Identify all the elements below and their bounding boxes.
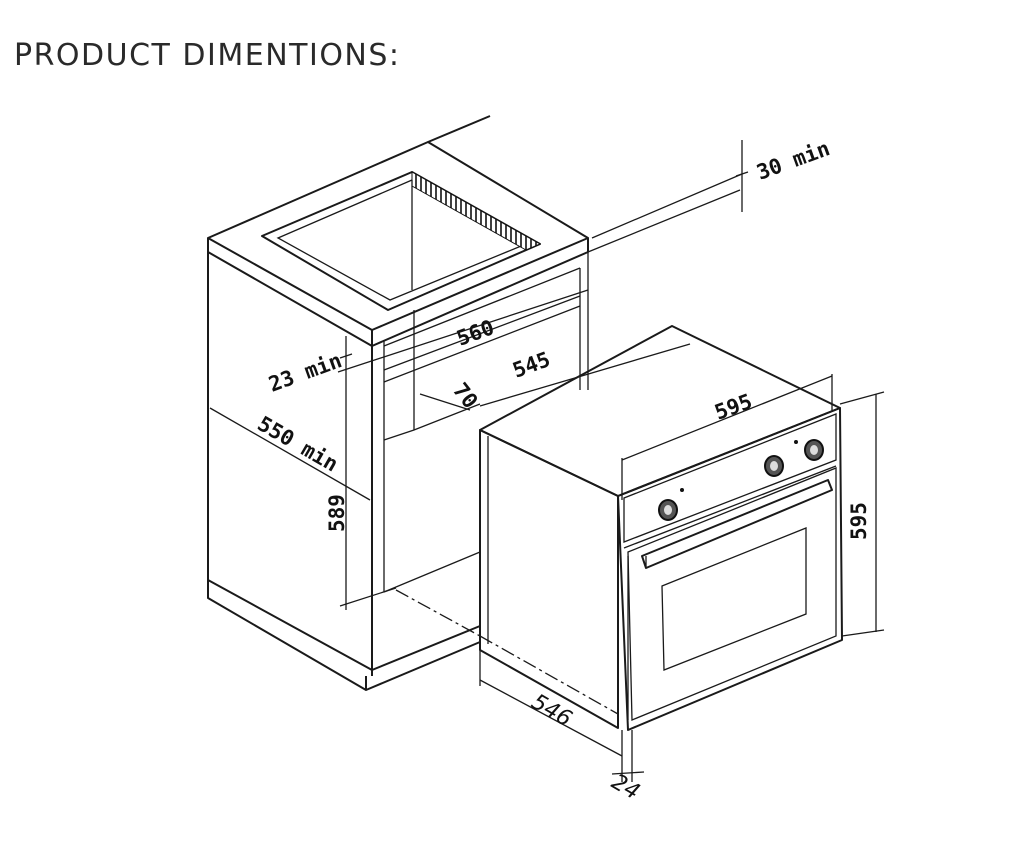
dim-label-cutout-width: 545 <box>510 347 554 383</box>
dim-label-cabinet-inner-width: 560 <box>454 315 498 351</box>
dim-label-offset: 70 <box>448 378 482 413</box>
dimension-lines <box>209 140 885 782</box>
dim-label-top-gap: 23 min <box>266 348 345 396</box>
oven <box>479 325 843 731</box>
dim-label-cabinet-depth: 550 min <box>254 412 343 477</box>
control-knob-icon <box>804 439 824 461</box>
dim-label-clearance-top: 30 min <box>754 136 833 184</box>
dim-label-oven-height: 595 <box>847 502 871 540</box>
dim-label-oven-depth: 546 <box>527 690 576 733</box>
control-knob-icon <box>764 455 784 477</box>
door-handle <box>641 479 833 569</box>
control-knob-icon <box>658 499 678 521</box>
dim-label-cutout-height: 589 <box>325 494 349 532</box>
vent-grille <box>411 171 542 251</box>
page-title: PRODUCT DIMENTIONS: <box>14 38 401 73</box>
dim-label-front-panel: 24 <box>607 770 644 806</box>
cabinet <box>207 115 743 715</box>
dim-label-oven-width: 595 <box>712 389 756 425</box>
